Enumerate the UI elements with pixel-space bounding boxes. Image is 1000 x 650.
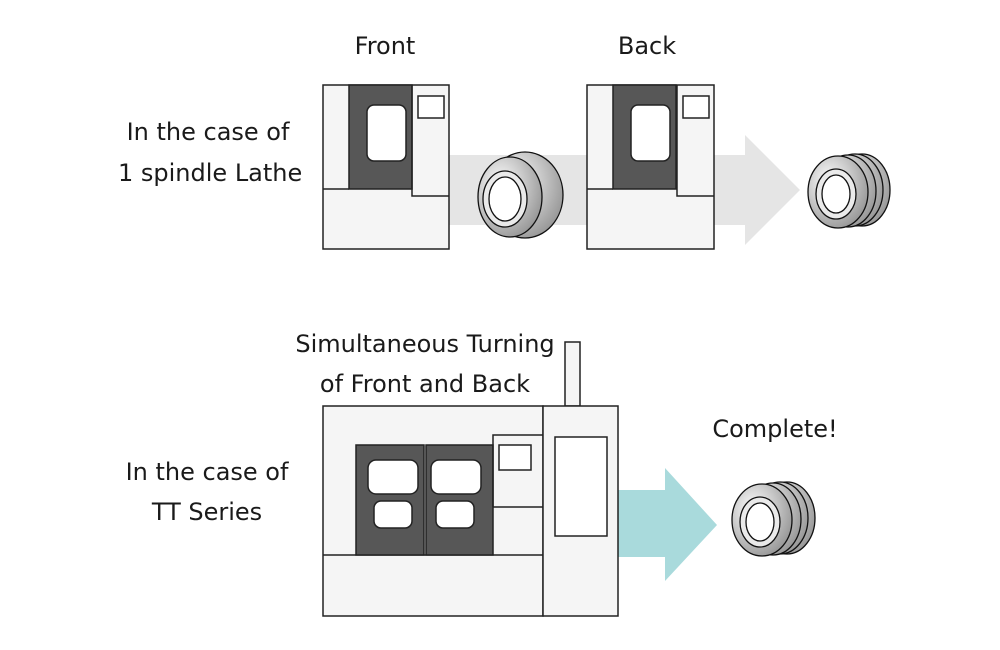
bottom-row-label-line1: In the case of bbox=[125, 458, 289, 486]
teal-arrow bbox=[618, 468, 717, 581]
top-row-label-line2: 1 spindle Lathe bbox=[118, 159, 303, 187]
front-label: Front bbox=[354, 32, 416, 60]
back-label: Back bbox=[617, 32, 677, 60]
machine-caption-line2: of Front and Back bbox=[319, 370, 531, 398]
machine-caption-line1: Simultaneous Turning bbox=[295, 330, 555, 358]
workpiece-finished-bottom bbox=[731, 481, 816, 557]
workpiece-finished-top bbox=[807, 153, 891, 229]
lathe-back bbox=[586, 84, 715, 250]
gray-arrow bbox=[710, 135, 800, 245]
tt-series-machine bbox=[322, 341, 619, 617]
lathe-front bbox=[322, 84, 450, 250]
complete-label: Complete! bbox=[712, 415, 838, 443]
bottom-row-label-line2: TT Series bbox=[151, 498, 263, 526]
top-row-label-line1: In the case of bbox=[126, 118, 290, 146]
workpiece-half-done bbox=[477, 151, 564, 239]
